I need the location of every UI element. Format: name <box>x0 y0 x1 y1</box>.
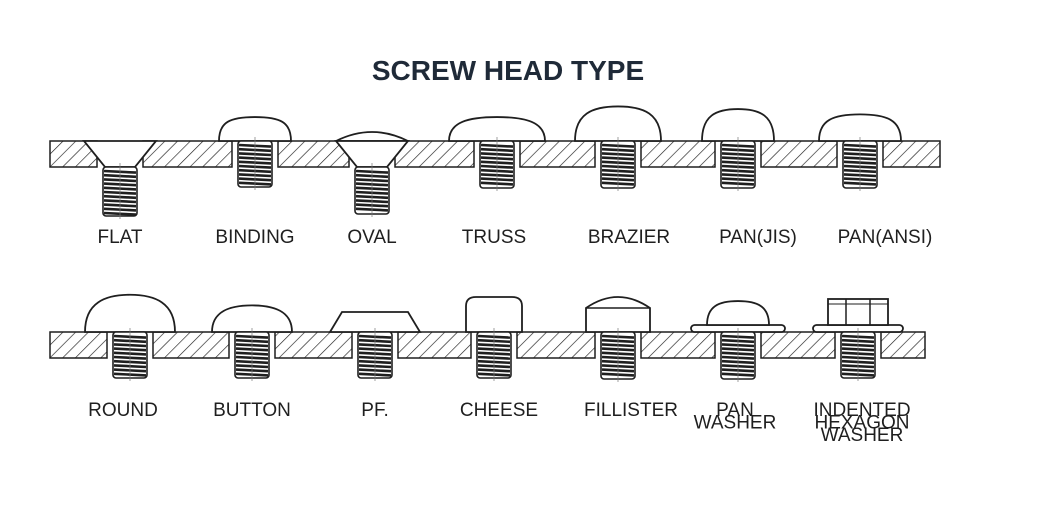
label-pan-jis: PAN(JIS) <box>719 227 797 248</box>
label-indented-hexagon-washer-line-3: WASHER <box>821 425 904 446</box>
diagram-title: SCREW HEAD TYPE <box>372 55 644 86</box>
label-brazier: BRAZIER <box>588 227 670 248</box>
plate-segment <box>142 140 233 168</box>
plate-segment <box>49 331 108 359</box>
label-truss: TRUSS <box>462 227 526 248</box>
plate-segment <box>394 140 475 168</box>
label-pan-ansi: PAN(ANSI) <box>838 227 933 248</box>
label-cheese: CHEESE <box>460 400 538 421</box>
label-round: ROUND <box>88 400 158 421</box>
plate-segment <box>277 140 350 168</box>
screw-binding: BINDING <box>215 116 295 248</box>
label-button: BUTTON <box>213 400 291 421</box>
plate-segment <box>397 331 472 359</box>
screw-round: ROUND <box>84 293 176 421</box>
screw-cheese: CHEESE <box>460 296 538 421</box>
plate-segment <box>640 140 716 168</box>
screw-button: BUTTON <box>211 304 293 421</box>
label-binding: BINDING <box>215 227 294 248</box>
plate-segment <box>274 331 353 359</box>
plate-segment <box>760 140 838 168</box>
plate-segment <box>516 331 596 359</box>
label-indented-hexagon-washer-line-1: INDENTED <box>813 400 910 421</box>
screw-flat: FLAT <box>82 140 158 248</box>
label-oval: OVAL <box>347 227 396 248</box>
plate-segment <box>880 331 926 359</box>
label-indented-hexagon-washer-line-2: HEXAGON <box>814 413 909 434</box>
screw-oval: OVAL <box>334 131 410 248</box>
label-flat: FLAT <box>97 227 142 248</box>
label-fillister: FILLISTER <box>584 400 678 421</box>
label-pf: PF. <box>361 400 388 421</box>
label-pan-washer-line-1: PAN <box>716 400 754 421</box>
plate-segment <box>882 140 941 168</box>
screw-brazier: BRAZIER <box>574 105 670 248</box>
screw-row-top: FLAT BINDING OVAL TRUSS BRAZIER PAN(JIS) PAN(A… <box>49 105 941 248</box>
plate-segment <box>640 331 716 359</box>
screw-pan-ansi: PAN(ANSI) <box>818 113 933 248</box>
plate-section <box>49 140 941 168</box>
screw-pan-jis: PAN(JIS) <box>701 108 797 248</box>
screw-pf: PF. <box>328 311 422 421</box>
plate-segment <box>152 331 230 359</box>
screw-fillister: FILLISTER <box>584 296 678 421</box>
label-pan-washer-line-2: WASHER <box>694 413 777 434</box>
plate-segment <box>760 331 836 359</box>
screw-truss: TRUSS <box>448 116 546 248</box>
plate-segment <box>519 140 596 168</box>
plate-section <box>49 331 926 359</box>
